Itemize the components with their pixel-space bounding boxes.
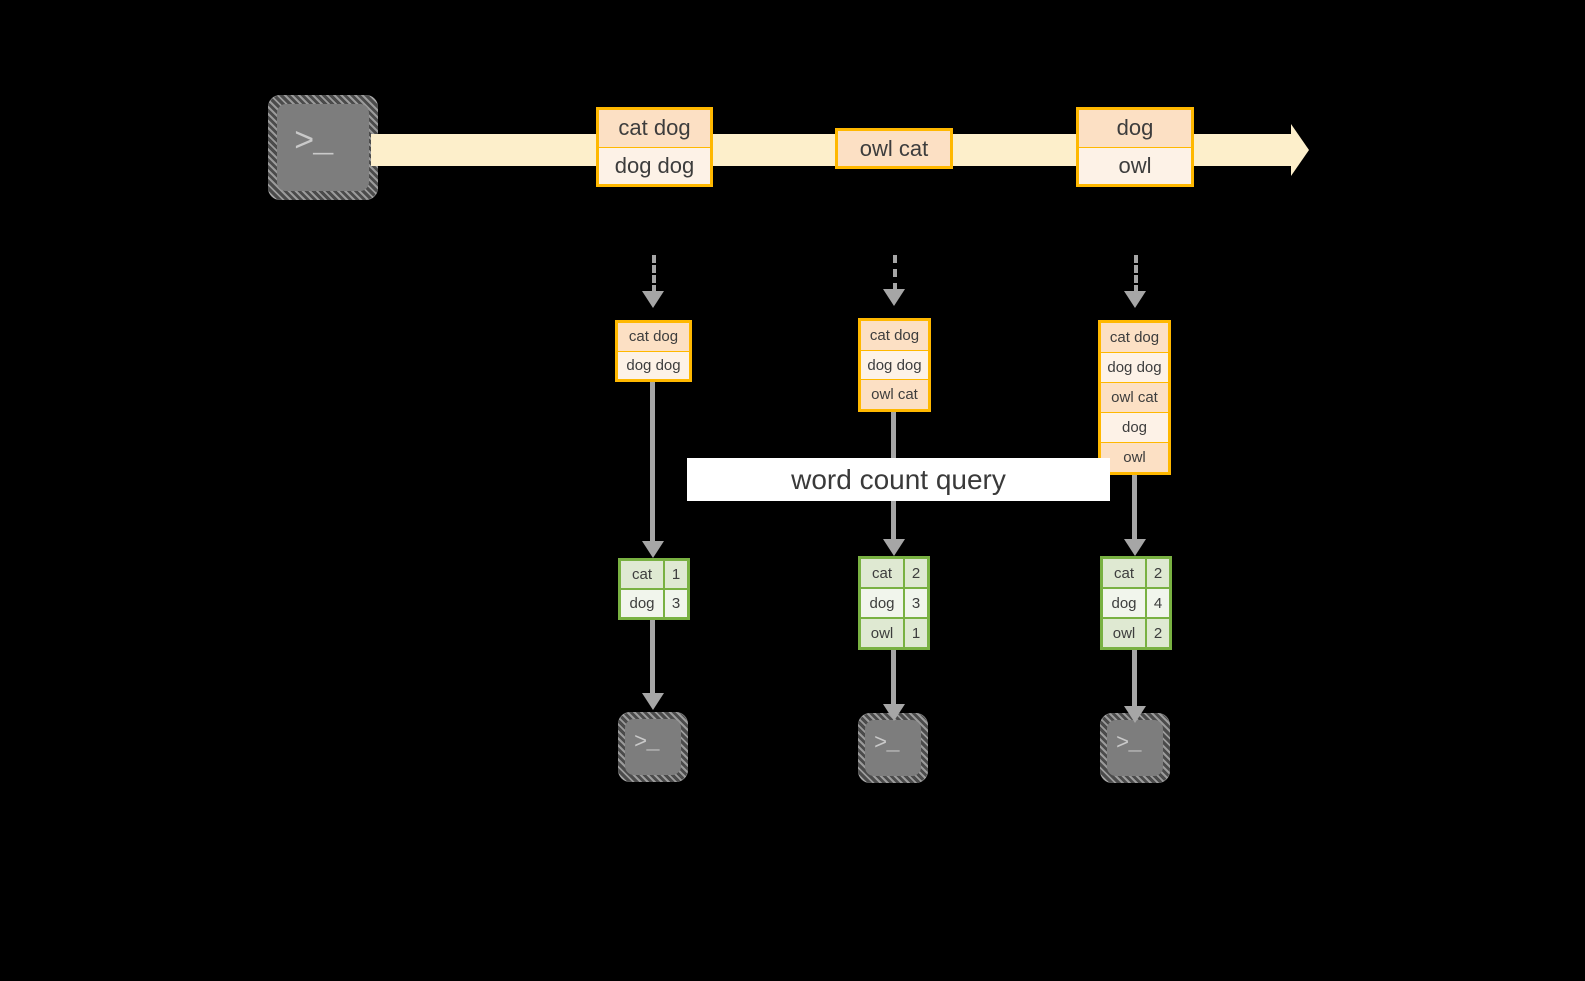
result-count-cell: 1 [665, 561, 687, 588]
input-table-row: cat dog [861, 321, 928, 351]
stream-to-input-connector-3 [1134, 255, 1138, 293]
sink-connector-1 [650, 620, 655, 698]
result-count-cell: 4 [1147, 589, 1169, 617]
sink-terminal-3: >_ [1100, 713, 1170, 783]
stream-to-input-connector-1 [652, 255, 656, 293]
input-table-row: owl cat [1101, 383, 1168, 413]
stream-record-line: owl cat [838, 131, 950, 166]
result-table-row: dog 3 [621, 590, 687, 617]
result-table-row: cat 2 [861, 559, 927, 589]
input-table-row: cat dog [618, 323, 689, 352]
stream-arrow-head [1291, 124, 1309, 176]
sink-arrowhead-1 [642, 693, 664, 710]
result-count-cell: 1 [905, 619, 927, 647]
result-table-2: cat 2 dog 3 owl 1 [858, 556, 930, 650]
input-table-row: dog dog [618, 351, 689, 379]
stream-record-batch-2: owl cat [835, 128, 953, 169]
stream-to-input-arrowhead-1 [642, 291, 664, 308]
query-connector-1 [650, 382, 655, 552]
result-count-cell: 3 [905, 589, 927, 617]
result-table-row: owl 2 [1103, 619, 1169, 647]
result-word-cell: cat [1103, 559, 1147, 587]
input-table-row: dog dog [1101, 353, 1168, 383]
result-word-cell: cat [621, 561, 665, 588]
stream-to-input-arrowhead-3 [1124, 291, 1146, 308]
result-word-cell: owl [861, 619, 905, 647]
result-table-1: cat 1 dog 3 [618, 558, 690, 620]
stream-to-input-arrowhead-2 [883, 289, 905, 306]
query-arrowhead-1 [642, 541, 664, 558]
terminal-body [1107, 720, 1163, 776]
result-word-cell: dog [861, 589, 905, 617]
sink-arrowhead-3 [1124, 706, 1146, 723]
result-table-row: dog 3 [861, 589, 927, 619]
query-label: word count query [687, 458, 1110, 501]
result-table-row: cat 2 [1103, 559, 1169, 589]
input-table-row: dog [1101, 413, 1168, 443]
stream-record-batch-1: cat dog dog dog [596, 107, 713, 187]
terminal-prompt-glyph: >_ [634, 730, 660, 755]
result-count-cell: 2 [905, 559, 927, 587]
input-table-1: cat dog dog dog [615, 320, 692, 382]
result-table-row: owl 1 [861, 619, 927, 647]
sink-arrowhead-2 [883, 704, 905, 721]
result-table-row: cat 1 [621, 561, 687, 590]
sink-connector-3 [1132, 650, 1137, 712]
result-word-cell: owl [1103, 619, 1147, 647]
result-word-cell: dog [621, 590, 665, 617]
result-count-cell: 2 [1147, 559, 1169, 587]
stream-to-input-connector-2 [893, 255, 897, 291]
terminal-prompt-glyph: >_ [294, 124, 333, 162]
input-table-row: dog dog [861, 350, 928, 381]
input-table-row: owl cat [861, 380, 928, 410]
stream-record-line: owl [1079, 147, 1191, 184]
result-table-row: dog 4 [1103, 589, 1169, 619]
result-table-3: cat 2 dog 4 owl 2 [1100, 556, 1172, 650]
terminal-body [277, 104, 369, 191]
sink-terminal-2: >_ [858, 713, 928, 783]
result-word-cell: dog [1103, 589, 1147, 617]
terminal-body [625, 719, 681, 775]
result-word-cell: cat [861, 559, 905, 587]
sink-terminal-1: >_ [618, 712, 688, 782]
input-table-row: owl [1101, 443, 1168, 472]
terminal-prompt-glyph: >_ [874, 731, 900, 756]
input-table-row: cat dog [1101, 323, 1168, 353]
stream-record-batch-3: dog owl [1076, 107, 1194, 187]
stream-record-line: dog dog [599, 147, 710, 184]
input-table-2: cat dog dog dog owl cat [858, 318, 931, 412]
input-table-3: cat dog dog dog owl cat dog owl [1098, 320, 1171, 475]
sink-connector-2 [891, 650, 896, 710]
result-count-cell: 3 [665, 590, 687, 617]
query-arrowhead-3 [1124, 539, 1146, 556]
query-arrowhead-2 [883, 539, 905, 556]
result-count-cell: 2 [1147, 619, 1169, 647]
query-connector-3 [1132, 475, 1137, 550]
source-terminal-icon: >_ [268, 95, 378, 200]
terminal-body [865, 720, 921, 776]
stream-record-line: dog [1079, 110, 1191, 148]
stream-record-line: cat dog [599, 110, 710, 148]
terminal-prompt-glyph: >_ [1116, 731, 1142, 756]
